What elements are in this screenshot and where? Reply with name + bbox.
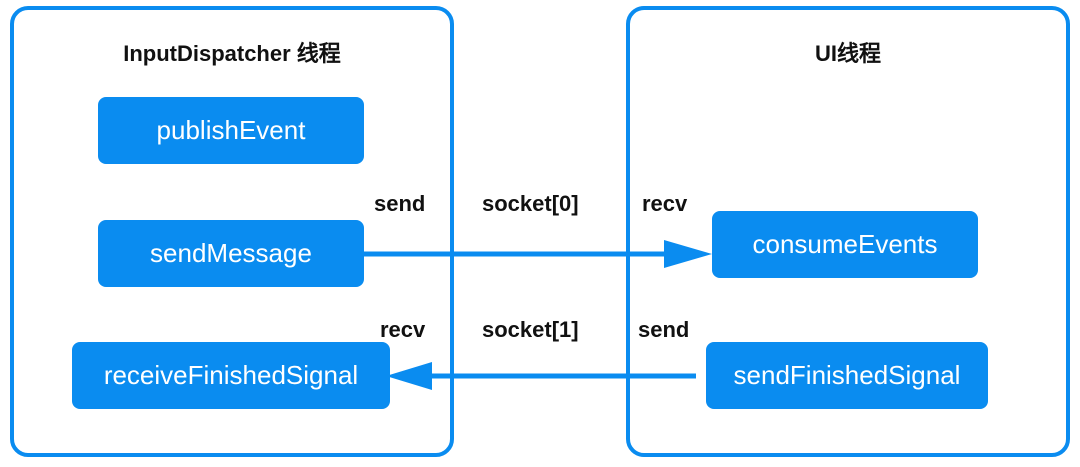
- ui-thread-title: UI线程: [814, 41, 881, 66]
- arrow-socket1: [386, 362, 696, 390]
- arrow-socket0: [364, 240, 712, 268]
- bottom-send-label: send: [638, 317, 690, 342]
- consumeevents-box: consumeEvents: [712, 211, 978, 278]
- top-socket-label: socket[0]: [482, 191, 579, 216]
- receivefinishedsignal-box: receiveFinishedSignal: [72, 342, 390, 409]
- bottom-recv-label: recv: [380, 317, 426, 342]
- top-recv-label: recv: [642, 191, 688, 216]
- sendmessage-box: sendMessage: [98, 220, 364, 287]
- inputdispatcher-thread-title: InputDispatcher 线程: [123, 41, 341, 66]
- top-send-label: send: [374, 191, 426, 216]
- sendfinishedsignal-box: sendFinishedSignal: [706, 342, 988, 409]
- bottom-socket-label: socket[1]: [482, 317, 579, 342]
- publishevent-box: publishEvent: [98, 97, 364, 164]
